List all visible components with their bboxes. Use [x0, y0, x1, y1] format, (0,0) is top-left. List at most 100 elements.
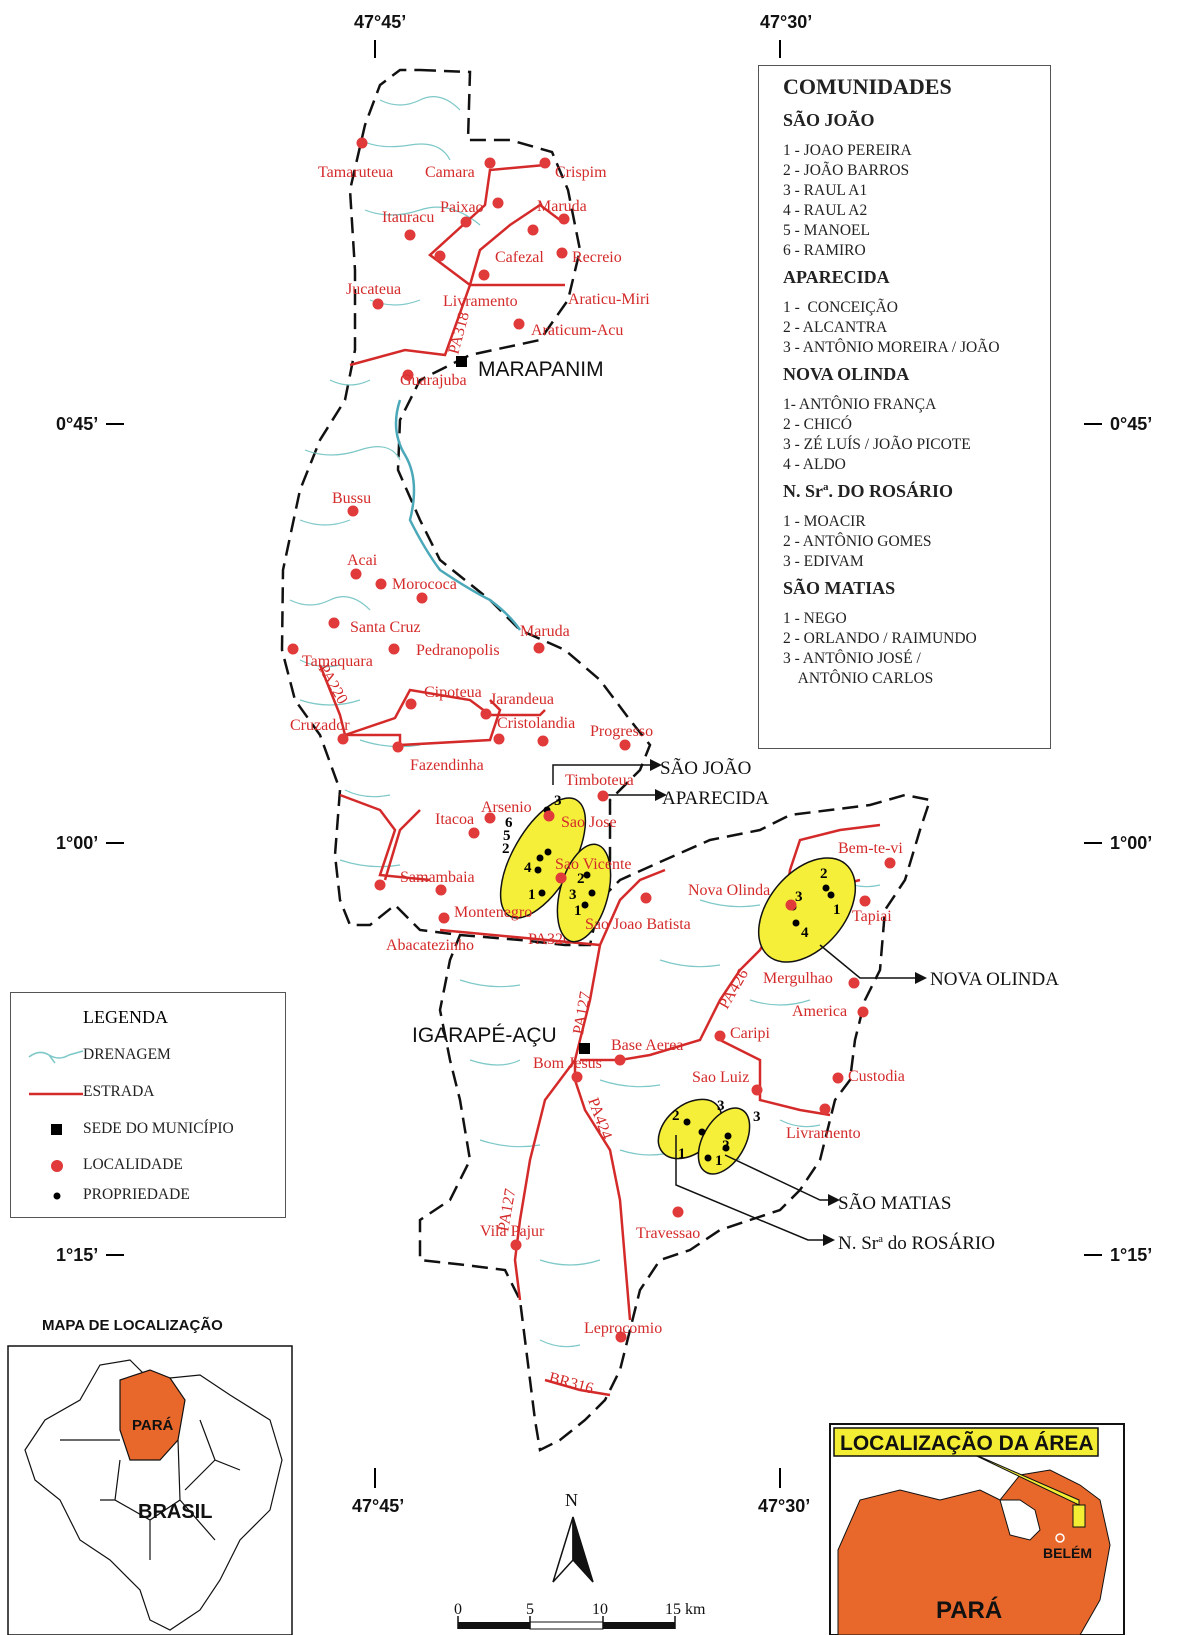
community-property-item: 2 - ORLANDO / RAIMUNDO: [783, 630, 977, 647]
legend-label-road: ESTRADA: [83, 1083, 155, 1100]
coord-top-left: 47°45’: [354, 12, 406, 32]
locality-tapiai: Tapiai: [852, 908, 892, 925]
community-group-name: SÃO JOÃO: [783, 110, 1040, 131]
locality-custodia: Custodia: [848, 1068, 905, 1085]
callout-nova-olinda: NOVA OLINDA: [930, 969, 1059, 990]
prop-no-4: 4: [801, 925, 809, 941]
para-state-shape: [837, 1469, 1111, 1635]
locality-points: [287, 137, 896, 1343]
community-name-text: NOVA OLINDA: [783, 364, 910, 384]
locality-mergulhao: Mergulhao: [763, 970, 833, 987]
locality-sao-vicente: Sao Vicente: [555, 856, 632, 873]
prop-no-2: 2: [820, 866, 828, 882]
locality-livramento-north: Livramento: [443, 293, 518, 310]
locality-paixao: Paixao: [440, 199, 484, 216]
north-label: N: [565, 1490, 578, 1510]
legend-row-locality: LOCALIDADE: [11, 1153, 285, 1177]
locality-bem-te-vi: Bem-te-vi: [838, 840, 903, 857]
locality-camara: Camara: [425, 164, 475, 181]
road-label-pa127-north: PA127: [570, 990, 594, 1035]
municipality-marapanim: MARAPANIM: [478, 358, 604, 381]
locality-jarandeua: Jarandeua: [490, 691, 554, 708]
community-property-item: 1 - CONCEIÇÃO: [783, 299, 898, 316]
study-area-marker: [1072, 1504, 1086, 1528]
prop-sm-1a: 1: [678, 1146, 686, 1162]
locality-maruda-north: Maruda: [537, 198, 587, 215]
locality-abacatezinho: Abacatezinho: [386, 937, 474, 954]
locality-morococa: Morococa: [392, 576, 457, 593]
locality-cafezal: Cafezal: [495, 249, 544, 266]
locality-nova-olinda: Nova Olinda: [688, 882, 770, 899]
prop-sm-2: 2: [672, 1108, 680, 1124]
inset-area-title-bg: [833, 1427, 1099, 1457]
locality-timboteua: Timboteua: [565, 772, 634, 789]
legend-label-seat: SEDE DO MUNICÍPIO: [83, 1120, 234, 1137]
prop-ap-1: 1: [574, 903, 582, 919]
legend-row-drainage: DRENAGEM: [11, 1043, 285, 1067]
scale-tick-10: 10: [592, 1601, 608, 1618]
road-label-pa318: PA318: [445, 310, 473, 356]
community-property-item: 2 - ALCANTRA: [783, 319, 888, 336]
community-name-suffix: . DO ROSÁRIO: [828, 481, 954, 501]
communities-panel: COMUNIDADES SÃO JOÃO 1 - JOAO PEREIRA 2 - …: [758, 65, 1051, 749]
locality-montenegro: Montenegro: [454, 904, 532, 921]
coord-bottom-right: 47°30’: [758, 1496, 810, 1516]
locality-jucateua: Jucateua: [346, 281, 401, 298]
inset-area-state: PARÁ: [936, 1596, 1002, 1624]
locality-symbol: [51, 1160, 63, 1172]
callout-sao-joao: SÃO JOÃO: [660, 757, 751, 779]
community-property-item: 1- ANTÔNIO FRANÇA: [783, 396, 937, 413]
community-group-name: N. Sra. DO ROSÁRIO: [783, 481, 1040, 502]
scale-bar: 0 5 10 15 km: [454, 1601, 706, 1630]
locality-cipoteua: Cipoteua: [424, 684, 482, 701]
locality-travessao: Travessao: [636, 1225, 700, 1242]
locality-araticum-acu: Araticum-Acu: [531, 322, 623, 339]
locality-progresso: Progresso: [590, 723, 653, 740]
property-symbol: [53, 1192, 61, 1200]
road-label-pa426: PA426: [716, 966, 752, 1012]
prop-sj-4: 4: [524, 860, 532, 876]
locality-santa-cruz: Santa Cruz: [350, 619, 421, 636]
inset-pointer: [959, 1447, 1080, 1506]
inset-brazil-state: PARÁ: [132, 1417, 174, 1434]
prop-sj-6: 6: [505, 815, 513, 831]
locality-recreio: Recreio: [572, 249, 622, 266]
community-group-name: APARECIDA: [783, 267, 1040, 288]
community-property-item: 1 - JOAO PEREIRA: [783, 142, 912, 159]
callout-lines: [552, 764, 915, 1241]
prop-sj-1: 1: [528, 887, 536, 903]
coord-right-1-00: 1°00’: [1110, 833, 1152, 853]
inset-area-capital: BELÉM: [1043, 1545, 1092, 1561]
locality-cruzador: Cruzador: [290, 717, 350, 734]
marapanim-seat-marker: [456, 356, 467, 367]
locality-crispim: Crispim: [555, 164, 607, 181]
coord-top-right: 47°30’: [760, 12, 812, 32]
inset-area-title: LOCALIZAÇÃO DA ÁREA: [840, 1432, 1094, 1455]
community-group-name: SÃO MATIAS: [783, 578, 1040, 599]
legend-row-seat: SEDE DO MUNICÍPIO: [11, 1117, 285, 1141]
prop-sj-5: 5: [503, 828, 511, 844]
communities-title: COMUNIDADES: [783, 74, 952, 99]
coord-right-0-45: 0°45’: [1110, 414, 1152, 434]
scale-tick-15: 15 km: [665, 1601, 706, 1618]
coord-left-1-00: 1°00’: [56, 833, 98, 853]
coord-left-0-45: 0°45’: [56, 414, 98, 434]
locality-sao-joao-batista: Sao Joao Batista: [585, 916, 691, 933]
locality-guarajuba: Guarajuba: [400, 372, 467, 389]
belem-marker: [1055, 1533, 1065, 1543]
legend-label-drainage: DRENAGEM: [83, 1046, 171, 1063]
road-label-br316: BR316: [547, 1369, 595, 1397]
scale-tick-5: 5: [526, 1601, 534, 1618]
prop-sm-2b: 2: [722, 1138, 730, 1154]
community-property-item: 2 - JOÃO BARROS: [783, 162, 910, 179]
prop-sm-3a: 3: [717, 1098, 725, 1114]
road-label-pa424: PA424: [584, 1096, 615, 1142]
prop-sm-1b: 1: [715, 1153, 723, 1169]
drainage-network: [289, 96, 881, 1348]
community-property-item: 4 - ALDO: [783, 456, 846, 473]
locality-livramento-south: Livramento: [786, 1125, 861, 1142]
locality-tamaruteua: Tamaruteua: [318, 164, 393, 181]
